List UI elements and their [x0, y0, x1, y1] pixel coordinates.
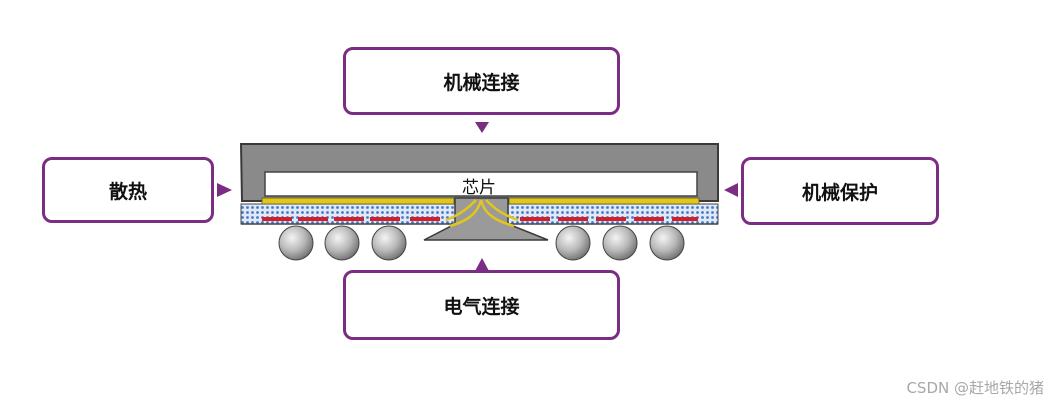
solder-ball [278, 225, 314, 261]
pointer-left-arrow [217, 183, 232, 197]
mechanical-connection-callout: 机械连接 [343, 47, 620, 115]
chip-die [264, 171, 698, 197]
pointer-bottom-arrow [475, 258, 489, 271]
substrate-pads [262, 217, 698, 221]
die-attach-right [508, 197, 700, 205]
mechanical-protection-callout: 机械保护 [741, 157, 939, 225]
solder-ball [649, 225, 685, 261]
solder-ball [555, 225, 591, 261]
heat-dissipation-label: 散热 [108, 180, 147, 203]
mechanical-connection-label: 机械连接 [443, 71, 520, 94]
mechanical-protection-label: 机械保护 [801, 181, 878, 204]
solder-balls [278, 225, 685, 261]
chip-label: 芯片 [462, 178, 496, 198]
electrical-connection-callout: 电气连接 [343, 270, 620, 340]
pointer-right-arrow [724, 183, 738, 197]
electrical-connection-label: 电气连接 [443, 295, 520, 318]
heat-dissipation-callout: 散热 [42, 157, 214, 223]
solder-ball [324, 225, 360, 261]
solder-ball [602, 225, 638, 261]
pointer-top-arrow [475, 122, 489, 133]
die-attach-left [261, 197, 455, 205]
bond-wires [445, 199, 519, 228]
watermark: CSDN @赶地铁的猪 [906, 379, 1044, 397]
solder-ball [371, 225, 407, 261]
